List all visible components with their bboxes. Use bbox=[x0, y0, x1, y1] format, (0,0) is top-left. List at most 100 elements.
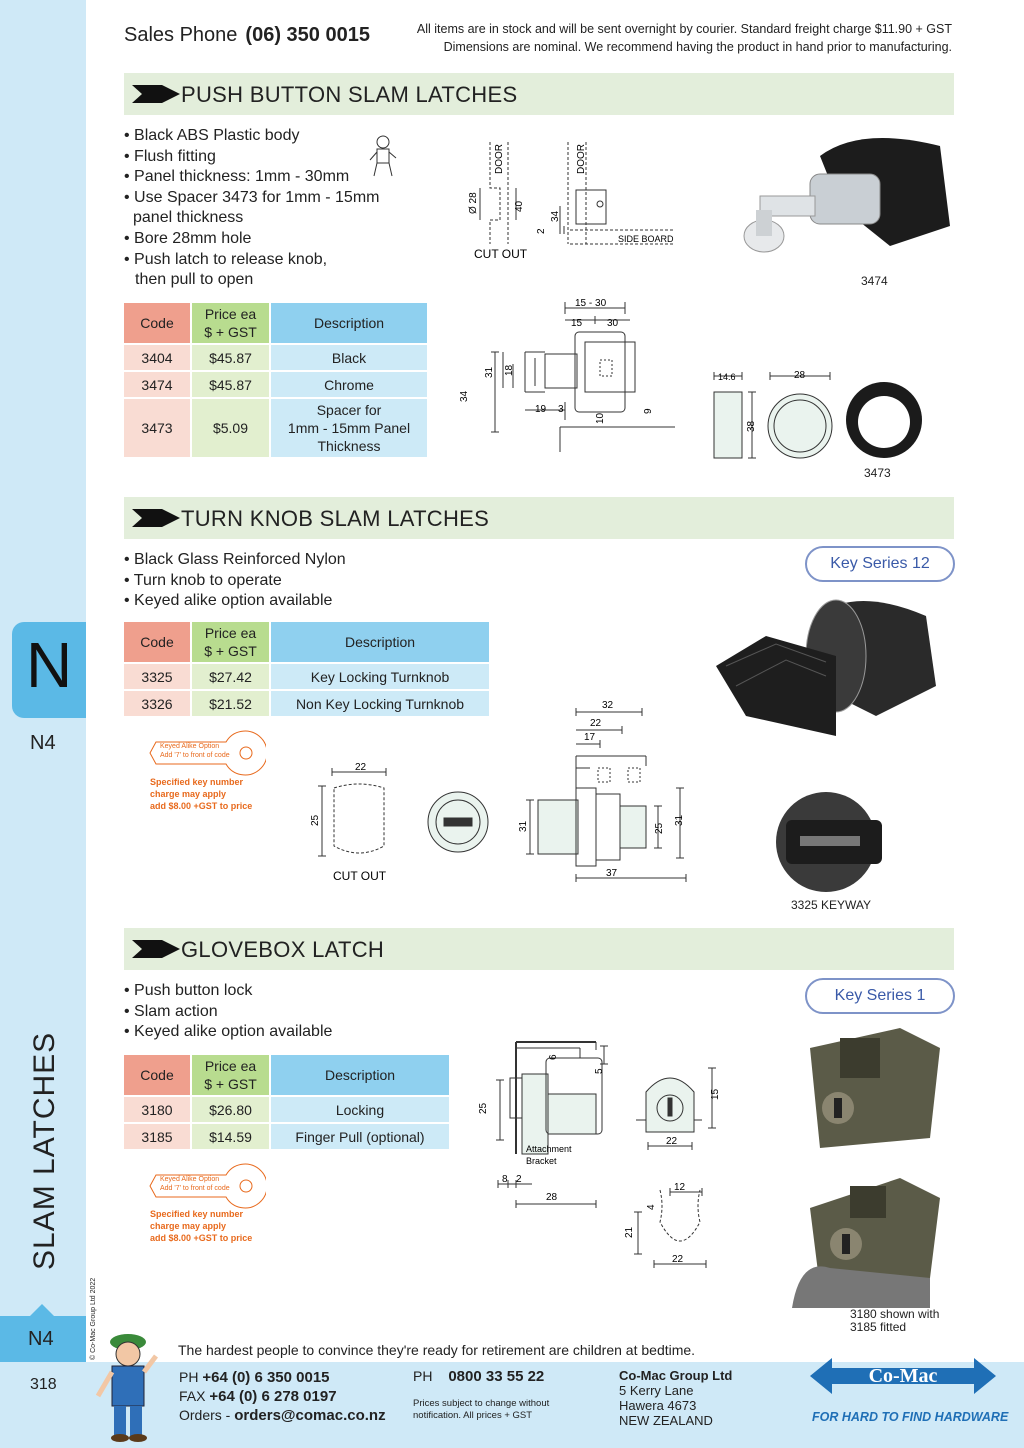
svg-text:2: 2 bbox=[536, 228, 547, 234]
section-header-turn: TURN KNOB SLAM LATCHES bbox=[124, 497, 954, 539]
glove-bullets: Push button lock Slam action Keyed alike… bbox=[124, 981, 332, 1043]
image-label-3473: 3473 bbox=[864, 466, 891, 480]
svg-text:31: 31 bbox=[484, 366, 495, 378]
svg-text:25: 25 bbox=[478, 1102, 489, 1114]
tab-letter: N bbox=[26, 629, 73, 701]
svg-text:37: 37 bbox=[606, 868, 618, 879]
bullet: Turn knob to operate bbox=[124, 571, 346, 592]
svg-text:12: 12 bbox=[674, 1182, 686, 1193]
cutout-diagram: DOOR DOOR Ø 28 40 34 2 SIDE BOARD CUT OU… bbox=[468, 142, 675, 261]
bullet: Black ABS Plastic body bbox=[124, 126, 379, 147]
company-address: Co-Mac Group Ltd 5 Kerry Lane Hawera 467… bbox=[619, 1368, 733, 1428]
svg-text:31: 31 bbox=[518, 820, 529, 832]
svg-text:DOOR: DOOR bbox=[576, 144, 587, 174]
key-tag-icon bbox=[149, 1163, 266, 1209]
bullet-cont: then pull to open bbox=[135, 271, 254, 289]
svg-text:25: 25 bbox=[654, 822, 665, 834]
svg-text:Ø 28: Ø 28 bbox=[468, 192, 479, 214]
svg-text:34: 34 bbox=[459, 390, 470, 402]
note-line: All items are in stock and will be sent … bbox=[416, 22, 952, 36]
bullet: Use Spacer 3473 for 1mm - 15mm bbox=[124, 188, 379, 209]
svg-text:22: 22 bbox=[672, 1254, 684, 1265]
svg-text:18: 18 bbox=[504, 364, 515, 376]
svg-text:4: 4 bbox=[646, 1204, 657, 1210]
footer-quote: The hardest people to convince they're r… bbox=[178, 1342, 696, 1358]
bottom-code: N4 bbox=[28, 1328, 54, 1350]
sales-phone: Sales Phone (06) 350 0015 bbox=[124, 24, 370, 47]
glovebox-diagram: 6 5 25 Attachment Bracket 8 2 28 15 22 1… bbox=[478, 1041, 721, 1268]
footer-contacts: PH +64 (0) 6 350 0015 FAX +64 (0) 6 278 … bbox=[179, 1369, 386, 1424]
svg-text:9: 9 bbox=[643, 408, 654, 414]
section-header-push: PUSH BUTTON SLAM LATCHES bbox=[124, 73, 954, 115]
svg-text:22: 22 bbox=[355, 762, 367, 773]
svg-text:22: 22 bbox=[590, 718, 602, 729]
svg-text:17: 17 bbox=[584, 732, 596, 743]
footer-freephone: PH 0800 33 55 22 bbox=[413, 1368, 545, 1385]
col-price: Price ea$ + GST bbox=[192, 303, 269, 343]
col-desc: Description bbox=[271, 1055, 449, 1095]
col-price: Price ea$ + GST bbox=[192, 1055, 269, 1095]
svg-text:38: 38 bbox=[746, 420, 757, 432]
svg-text:25: 25 bbox=[310, 814, 321, 826]
turn-side-diagram: 32 22 17 31 25 31 37 bbox=[518, 700, 687, 882]
col-code: Code bbox=[124, 1055, 190, 1095]
section-header-glovebox: GLOVEBOX LATCH bbox=[124, 928, 954, 970]
bullet: Black Glass Reinforced Nylon bbox=[124, 550, 346, 571]
svg-text:6: 6 bbox=[548, 1054, 559, 1060]
svg-text:SIDE BOARD: SIDE BOARD bbox=[618, 234, 674, 244]
mascot-icon bbox=[95, 1334, 158, 1442]
key-series-badge: Key Series 12 bbox=[805, 546, 955, 582]
section-title: TURN KNOB SLAM LATCHES bbox=[181, 506, 490, 531]
svg-text:28: 28 bbox=[794, 370, 806, 381]
section-title: PUSH BUTTON SLAM LATCHES bbox=[181, 82, 518, 107]
svg-text:CUT OUT: CUT OUT bbox=[474, 247, 528, 261]
svg-text:Co-Mac: Co-Mac bbox=[869, 1365, 938, 1387]
comac-logo: Co-Mac bbox=[810, 1358, 996, 1394]
svg-text:Bracket: Bracket bbox=[526, 1156, 557, 1166]
glovebox-latch-image bbox=[792, 1028, 940, 1308]
svg-text:15: 15 bbox=[710, 1088, 721, 1100]
svg-text:15: 15 bbox=[571, 318, 583, 329]
bullet-cont: panel thickness bbox=[133, 209, 244, 227]
arrow-icon bbox=[132, 940, 180, 958]
sidebar bbox=[0, 0, 86, 1448]
col-desc: Description bbox=[271, 303, 427, 343]
bullet: Push latch to release knob, bbox=[124, 250, 379, 271]
bullet: Panel thickness: 1mm - 30mm bbox=[124, 167, 379, 188]
bullet: Keyed alike option available bbox=[124, 591, 346, 612]
sales-label: Sales Phone bbox=[124, 24, 238, 46]
arrow-icon bbox=[132, 509, 180, 527]
key-series-badge: Key Series 1 bbox=[805, 978, 955, 1014]
handyman-icon bbox=[369, 135, 397, 177]
svg-text:19: 19 bbox=[535, 404, 547, 415]
section-tab: N bbox=[12, 622, 86, 718]
keyway-image bbox=[776, 792, 882, 892]
arrow-icon bbox=[132, 85, 180, 103]
col-price: Price ea$ + GST bbox=[192, 622, 269, 662]
turnknob-image bbox=[716, 599, 936, 736]
svg-text:DOOR: DOOR bbox=[494, 144, 505, 174]
svg-text:8: 8 bbox=[502, 1174, 508, 1185]
page-number: 318 bbox=[30, 1376, 57, 1393]
sales-number: (06) 350 0015 bbox=[245, 24, 370, 46]
key-tag-icon bbox=[149, 730, 266, 776]
turn-bullets: Black Glass Reinforced Nylon Turn knob t… bbox=[124, 550, 346, 612]
svg-text:5: 5 bbox=[594, 1068, 605, 1074]
svg-text:21: 21 bbox=[624, 1226, 635, 1238]
svg-text:34: 34 bbox=[550, 210, 561, 222]
spacer-diagram: 14.6 28 38 bbox=[713, 370, 922, 459]
svg-text:Attachment: Attachment bbox=[526, 1144, 572, 1154]
side-view-diagram: 15 - 30 15 30 31 18 34 19 3 10 9 bbox=[459, 298, 675, 452]
